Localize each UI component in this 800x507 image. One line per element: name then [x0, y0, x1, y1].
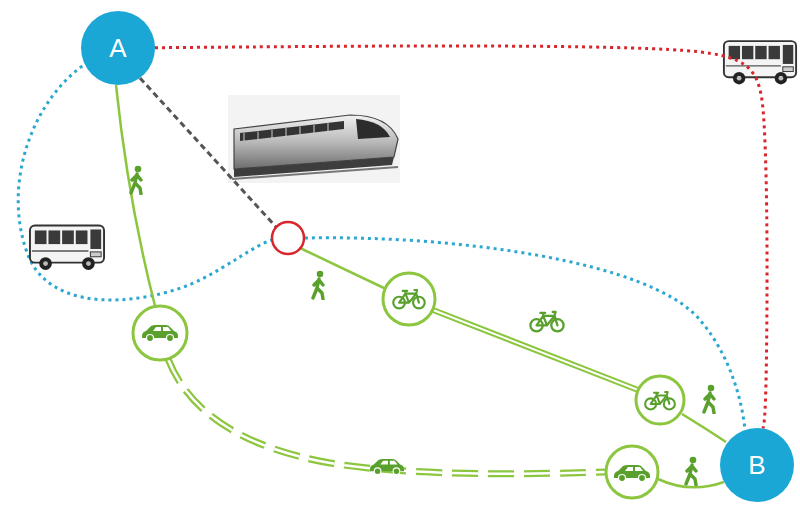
train-picture — [228, 95, 400, 183]
walk-route — [682, 414, 726, 442]
car-icon — [142, 325, 178, 342]
car-route-gap — [168, 359, 606, 474]
train-station — [272, 222, 304, 254]
bus-route — [155, 46, 767, 429]
walk-route — [300, 248, 386, 289]
bus-route — [305, 238, 745, 430]
place-label: B — [748, 452, 765, 478]
walk-icon — [704, 385, 714, 413]
car-stop — [133, 306, 187, 360]
place-label: A — [109, 35, 126, 61]
bike-icon — [530, 312, 563, 331]
bike-stop — [383, 273, 435, 325]
walk-icon — [313, 271, 323, 299]
edge-layer — [155, 46, 767, 429]
place-circle: A — [81, 11, 155, 85]
bike-icon — [645, 392, 675, 409]
bike-stop — [636, 376, 684, 424]
bus-picture — [724, 41, 796, 84]
car-icon — [614, 465, 650, 482]
walk-route — [116, 85, 155, 306]
car-route — [168, 359, 606, 474]
bike-route — [433, 310, 638, 390]
car-stop — [606, 446, 658, 498]
car-icon — [370, 459, 404, 475]
bike-route-gap — [433, 310, 638, 390]
walk-route — [658, 479, 724, 487]
walk-icon — [686, 457, 696, 485]
train-route — [140, 78, 277, 228]
bike-icon — [393, 290, 425, 308]
walk-icon — [131, 166, 141, 194]
circle-fill — [720, 428, 794, 502]
bus-picture — [30, 226, 104, 270]
circle-fill — [81, 11, 155, 85]
place-circle: B — [720, 428, 794, 502]
